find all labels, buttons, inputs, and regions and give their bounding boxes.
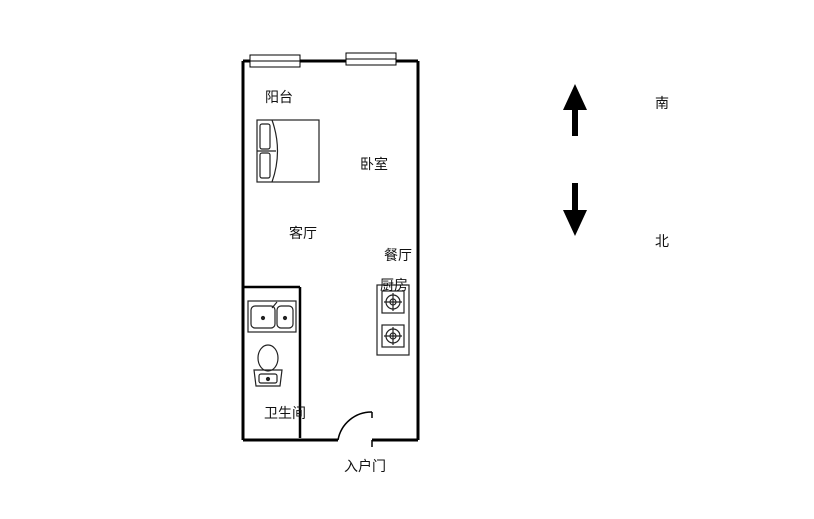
bathroom-walls: [243, 285, 302, 438]
bed-icon: [256, 119, 320, 183]
room-label-living-room: 客厅: [289, 225, 317, 242]
room-label-balcony: 阳台: [265, 90, 293, 106]
stove-icon: [376, 284, 410, 356]
north-south-compass: [563, 84, 587, 236]
compass-label-south: 南: [655, 96, 669, 112]
washbasin-icon: [247, 300, 297, 333]
room-label-kitchen: 厨房: [380, 278, 408, 294]
toilet-icon: [253, 344, 283, 387]
arrow-down-icon: [563, 183, 587, 236]
room-label-bathroom: 卫生间: [264, 406, 306, 422]
compass-label-north: 北: [655, 234, 669, 250]
room-label-dining-room: 餐厅: [384, 248, 412, 264]
balcony-windows: [249, 52, 397, 68]
entrance-door-icon: [337, 411, 373, 447]
room-label-bedroom: 卧室: [360, 156, 388, 173]
arrow-up-icon: [563, 84, 587, 136]
entrance-label: 入户门: [344, 458, 386, 475]
